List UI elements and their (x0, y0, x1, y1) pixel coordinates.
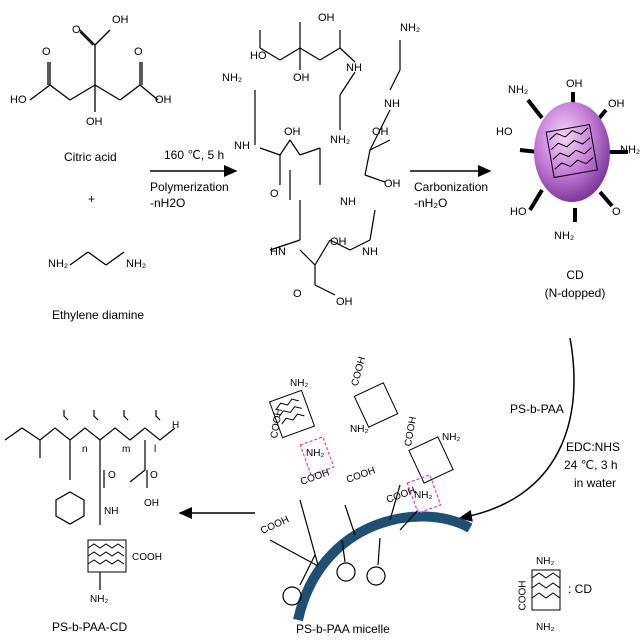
poly-nh-2: NH (384, 98, 400, 110)
coupling-activator: EDC:NHS (566, 440, 621, 454)
poly-oh-4: OH (372, 126, 389, 138)
polymerization-name: Polymerization (150, 180, 229, 194)
poly-nh-3: NH (234, 140, 250, 152)
product-carbon-dot (87, 539, 127, 573)
product-nh2: NH₂ (90, 594, 109, 605)
legend-carbon-dot (531, 569, 561, 611)
micelle-nh2-3: NH₂ (442, 432, 461, 443)
micelle-nh2-1: NH₂ (290, 378, 309, 389)
legend-cooh: COOH (517, 580, 529, 611)
ethylene-diamine-label: Ethylene diamine (52, 308, 145, 322)
citric-o-top: O (72, 24, 81, 36)
product-h: H (172, 420, 180, 431)
poly-nh-4: NH (340, 196, 356, 208)
poly-oh-6: OH (330, 236, 347, 248)
cd-o-bottomright: O (612, 206, 621, 218)
poly-nh2-1: NH₂ (222, 72, 243, 84)
poly-oh-5: OH (384, 178, 401, 190)
coupling-temp-time: 24 ℃, 3 h (564, 458, 618, 472)
carbonization-byproduct: -nH₂O (414, 196, 448, 210)
coupling-arrow (458, 337, 575, 522)
product-m: m (122, 444, 131, 455)
citric-acid-label: Citric acid (64, 150, 117, 164)
poly-oh-3: OH (284, 126, 301, 138)
citric-oh-top: OH (112, 14, 129, 26)
poly-o-2: O (293, 288, 302, 300)
edia-nh2: NH₂ (126, 258, 147, 270)
product-oh: OH (144, 498, 159, 509)
cd-nh2-right: NH₂ (620, 144, 640, 156)
legend-nh2-top: NH₂ (536, 556, 555, 567)
micelle-nh2-5: NH₂ (414, 490, 433, 501)
micelle-nh2-2: NH₂ (350, 424, 369, 435)
amide-highlights (299, 436, 442, 514)
citric-acid-structure (29, 29, 159, 112)
cd-oh-topright: OH (608, 98, 625, 110)
cd-note: (N-dopped) (544, 286, 606, 300)
polymer-structure (254, 22, 401, 296)
poly-nh2-3: NH₂ (330, 134, 351, 146)
poly-nh-5: NH (362, 246, 378, 258)
citric-o-left: O (42, 46, 51, 58)
citric-oh-bottom: OH (86, 116, 103, 128)
carbon-dot-sphere (519, 92, 628, 222)
micelle-carbon-dots (268, 382, 454, 484)
product-l: l (154, 444, 157, 455)
citric-oh-right: OH (155, 94, 172, 106)
cd-nh2-bottom: NH₂ (554, 230, 575, 242)
product-o-2: O (150, 470, 158, 481)
citric-ho-left: HO (10, 94, 27, 106)
product-cooh: COOH (132, 552, 162, 563)
poly-hn-1: HN (270, 246, 286, 258)
poly-nh-1: NH (346, 62, 362, 74)
plus-sign: + (88, 192, 96, 206)
product-label: PS-b-PAA-CD (52, 620, 128, 634)
coupling-reagent: PS-b-PAA (510, 402, 564, 416)
poly-nh2-2: NH₂ (400, 22, 421, 34)
citric-o-right: O (134, 46, 143, 58)
micelle-arc (293, 511, 473, 622)
cd-ho-bottomleft: HO (510, 206, 527, 218)
poly-o-1: O (270, 188, 279, 200)
micelle-nh2-4: NH₂ (306, 448, 325, 459)
poly-oh-2: OH (293, 72, 310, 84)
product-n: n (82, 444, 88, 455)
polymerization-byproduct: -nH2O (150, 196, 186, 210)
poly-oh-7: OH (336, 296, 353, 308)
edia-h2n: NH₂ (48, 258, 69, 270)
ethylene-diamine-structure (69, 251, 125, 266)
cd-ho-left: HO (496, 126, 513, 138)
micelle-chains (269, 484, 419, 606)
product-structure (4, 410, 176, 590)
micelle-label: PS-b-PAA micelle (296, 622, 390, 636)
polymerization-condition: 160 ℃, 5 h (164, 148, 225, 162)
legend-cd-label: : CD (568, 582, 592, 596)
cd-nh2-topleft: NH₂ (508, 84, 529, 96)
coupling-solvent: in water (574, 476, 617, 490)
poly-ho-1: HO (250, 50, 267, 62)
product-nh: NH (104, 506, 119, 517)
legend-nh2-bottom: NH₂ (536, 622, 555, 633)
cd-label: CD (566, 268, 584, 282)
cd-oh-top: OH (566, 78, 583, 90)
product-o-1: O (108, 470, 116, 481)
poly-oh-1: OH (318, 12, 335, 24)
carbonization-name: Carbonization (414, 180, 489, 194)
